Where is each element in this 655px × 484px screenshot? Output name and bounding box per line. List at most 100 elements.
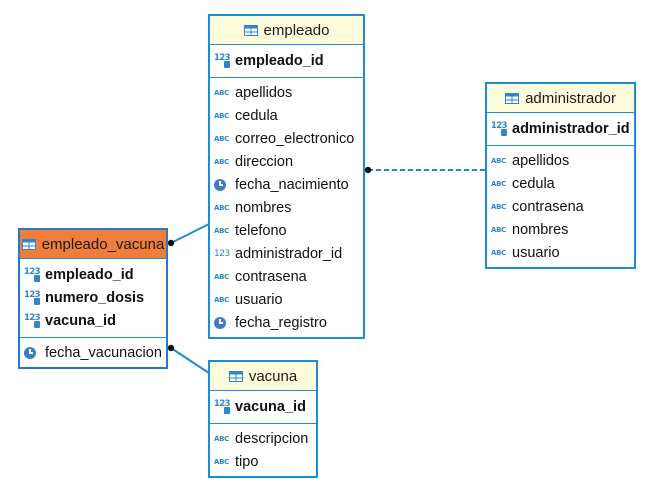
primary-key-column[interactable]: 123 vacuna_id bbox=[210, 395, 316, 418]
table-icon bbox=[21, 238, 36, 250]
column[interactable]: ABC descripcion bbox=[210, 427, 316, 450]
column-name: contrasena bbox=[512, 198, 584, 215]
column[interactable]: fecha_nacimiento bbox=[210, 173, 363, 196]
column-name: direccion bbox=[235, 153, 294, 170]
column[interactable]: ABC nombres bbox=[210, 196, 363, 219]
column-name: fecha_registro bbox=[235, 314, 327, 331]
column[interactable]: ABC telefono bbox=[210, 219, 363, 242]
column-name: tipo bbox=[235, 453, 259, 470]
primary-key-column[interactable]: 123 empleado_id bbox=[210, 49, 363, 72]
table-icon bbox=[505, 92, 520, 104]
table-icon bbox=[243, 24, 258, 36]
column-name: cedula bbox=[235, 107, 278, 124]
link-endpoint-dot bbox=[364, 166, 372, 174]
primary-key-section: 123 empleado_id bbox=[210, 45, 363, 78]
number-type-icon: 123 bbox=[214, 248, 230, 259]
link-endpoint-dot bbox=[167, 239, 175, 247]
entity-administrador[interactable]: administrador 123 administrador_id ABC ape… bbox=[485, 82, 636, 269]
text-type-icon: ABC bbox=[491, 179, 506, 188]
primary-key-number-icon: 123 bbox=[214, 53, 231, 68]
column-name: empleado_id bbox=[235, 52, 324, 69]
column-name: vacuna_id bbox=[45, 312, 116, 329]
primary-key-number-icon: 123 bbox=[491, 121, 508, 136]
link-endpoint-dot bbox=[167, 344, 175, 352]
column-name: usuario bbox=[512, 244, 560, 261]
column-name: administrador_id bbox=[235, 245, 343, 262]
column-name: numero_dosis bbox=[45, 289, 145, 306]
column-name: nombres bbox=[512, 221, 569, 238]
primary-key-section: 123 vacuna_id bbox=[210, 391, 316, 424]
text-type-icon: ABC bbox=[214, 295, 229, 304]
link-empleado-vacuna-to-empleado bbox=[170, 223, 210, 244]
column-name: descripcion bbox=[235, 430, 309, 447]
primary-key-column[interactable]: 123 administrador_id bbox=[487, 117, 634, 140]
column[interactable]: ABC tipo bbox=[210, 450, 316, 473]
entity-header[interactable]: administrador bbox=[487, 84, 634, 113]
column-section: fecha_vacunacion bbox=[20, 338, 166, 367]
date-clock-icon bbox=[214, 178, 230, 191]
text-type-icon: ABC bbox=[214, 203, 229, 212]
column[interactable]: fecha_registro bbox=[210, 311, 363, 334]
text-type-icon: ABC bbox=[214, 157, 229, 166]
link-empleado-vacuna-to-vacuna bbox=[170, 347, 210, 374]
column-name: fecha_nacimiento bbox=[235, 176, 349, 193]
entity-title: administrador bbox=[525, 89, 616, 107]
text-type-icon: ABC bbox=[214, 434, 229, 443]
column-name: empleado_id bbox=[45, 266, 134, 283]
column[interactable]: ABC nombres bbox=[487, 218, 634, 241]
date-clock-icon bbox=[214, 316, 230, 329]
column-name: vacuna_id bbox=[235, 398, 306, 415]
column[interactable]: fecha_vacunacion bbox=[20, 341, 166, 364]
primary-key-section: 123 administrador_id bbox=[487, 113, 634, 146]
column[interactable]: ABC apellidos bbox=[487, 149, 634, 172]
column-name: telefono bbox=[235, 222, 287, 239]
text-type-icon: ABC bbox=[214, 457, 229, 466]
column[interactable]: ABC cedula bbox=[487, 172, 634, 195]
text-type-icon: ABC bbox=[491, 248, 506, 257]
column[interactable]: ABC usuario bbox=[487, 241, 634, 264]
date-clock-icon bbox=[24, 346, 40, 359]
entity-header[interactable]: empleado bbox=[210, 16, 363, 45]
column-name: nombres bbox=[235, 199, 292, 216]
text-type-icon: ABC bbox=[214, 134, 229, 143]
column[interactable]: ABC usuario bbox=[210, 288, 363, 311]
column-name: contrasena bbox=[235, 268, 307, 285]
column-name: cedula bbox=[512, 175, 555, 192]
column[interactable]: ABC cedula bbox=[210, 104, 363, 127]
column[interactable]: ABC correo_electronico bbox=[210, 127, 363, 150]
column[interactable]: ABC direccion bbox=[210, 150, 363, 173]
text-type-icon: ABC bbox=[214, 272, 229, 281]
column-name: correo_electronico bbox=[235, 130, 355, 147]
primary-key-number-icon: 123 bbox=[214, 399, 231, 414]
column-name: administrador_id bbox=[512, 120, 630, 137]
text-type-icon: ABC bbox=[214, 88, 229, 97]
column-name: usuario bbox=[235, 291, 283, 308]
text-type-icon: ABC bbox=[491, 202, 506, 211]
column[interactable]: 123 administrador_id bbox=[210, 242, 363, 265]
text-type-icon: ABC bbox=[491, 225, 506, 234]
column[interactable]: ABC contrasena bbox=[487, 195, 634, 218]
table-icon bbox=[228, 370, 243, 382]
column[interactable]: ABC contrasena bbox=[210, 265, 363, 288]
entity-title: vacuna bbox=[248, 367, 298, 385]
column-name: fecha_vacunacion bbox=[45, 344, 162, 361]
text-type-icon: ABC bbox=[214, 226, 229, 235]
column-name: apellidos bbox=[512, 152, 570, 169]
text-type-icon: ABC bbox=[491, 156, 506, 165]
text-type-icon: ABC bbox=[214, 111, 229, 120]
entity-header[interactable]: vacuna bbox=[210, 362, 316, 391]
entity-header[interactable]: empleado_vacuna bbox=[20, 230, 166, 259]
entity-title: empleado_vacuna bbox=[41, 235, 165, 253]
